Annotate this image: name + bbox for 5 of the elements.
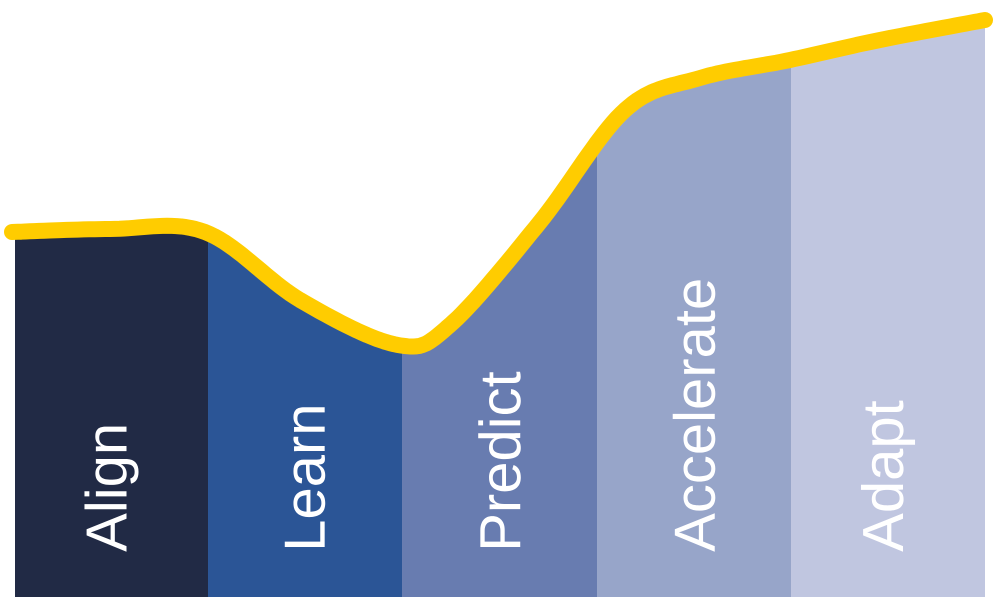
band: Adapt	[791, 20, 986, 597]
band: Predict	[402, 142, 597, 597]
band: Learn	[208, 233, 402, 597]
band: Accelerate	[597, 60, 791, 597]
band: Align	[15, 226, 208, 597]
